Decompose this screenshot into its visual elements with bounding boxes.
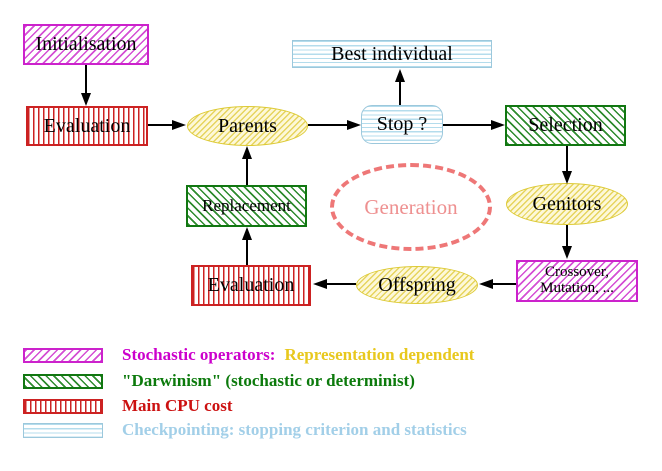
node-initialisation: Initialisation [23,24,149,65]
legend-swatch-cpu-cost [23,398,103,414]
legend-label-darwinism: "Darwinism" (stochastic or determinist) [122,371,415,390]
legend-label-checkpointing: Checkpointing: stopping criterion and st… [122,420,467,439]
node-evaluation-top: Evaluation [26,106,148,146]
node-evaluation-bottom: Evaluation [191,265,311,306]
legend-row-cpu-cost: Main CPU cost [23,396,232,416]
node-parents: Parents [187,106,308,146]
node-crossover-mutation: Crossover, Mutation, ... [516,260,638,302]
legend-swatch-checkpointing [23,422,103,438]
node-stop: Stop ? [361,105,443,144]
legend-row-checkpointing: Checkpointing: stopping criterion and st… [23,420,467,440]
legend-swatch-stochastic [23,347,103,363]
node-genitors: Genitors [506,183,628,225]
legend-label-stochastic: Stochastic operators: [122,345,276,364]
legend-label-representation-dependent: Representation dependent [284,345,475,364]
legend-row-darwinism: "Darwinism" (stochastic or determinist) [23,371,415,391]
crossover-mutation-label: Crossover, Mutation, ... [540,264,614,296]
node-offspring: Offspring [356,266,478,304]
legend-row-stochastic: Stochastic operators: Representation dep… [23,345,474,365]
legend-swatch-darwinism [23,373,103,389]
node-selection: Selection [505,105,626,146]
generation-cycle-ellipse: Generation [330,163,492,251]
node-best-individual: Best individual [292,40,492,68]
node-replacement: Replacement [186,185,307,227]
legend-label-cpu-cost: Main CPU cost [122,396,233,415]
